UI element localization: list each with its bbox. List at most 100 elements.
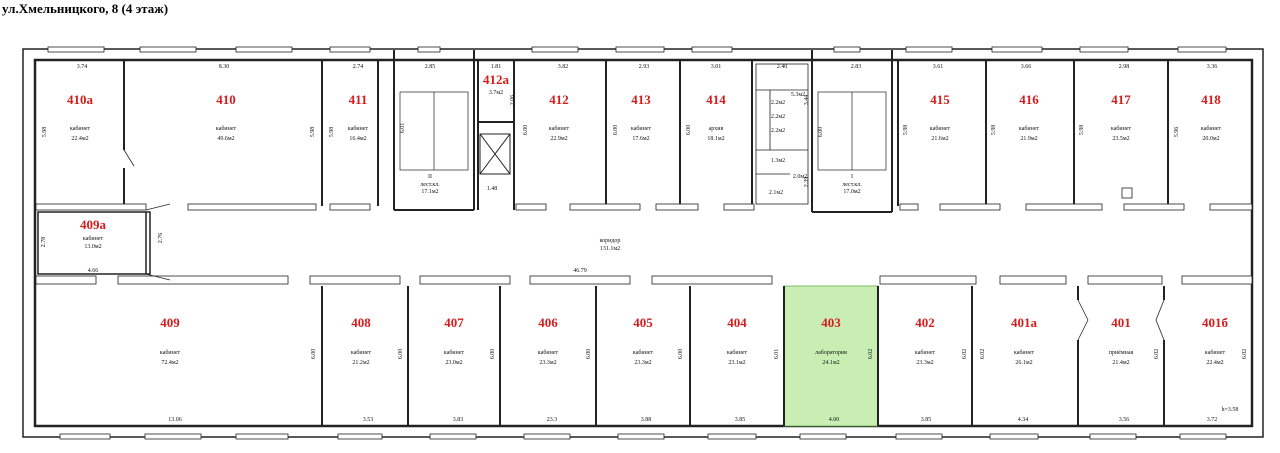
- room-width: 3.53: [363, 417, 374, 423]
- room-label: архив: [709, 126, 724, 132]
- room-number: 409: [160, 315, 180, 330]
- room-height: 6.02: [1242, 349, 1248, 360]
- top-windows: [47, 46, 1227, 53]
- room-label: кабинет: [1019, 125, 1040, 132]
- wc-cabin-area: 2.2м2: [771, 100, 785, 106]
- inner-wall: [33, 58, 1254, 428]
- corridor-width: 2.76: [158, 233, 164, 244]
- room-width: 3.83: [453, 417, 464, 423]
- room-area: 21.4м2: [1112, 360, 1129, 366]
- room-number: 403: [821, 315, 841, 330]
- room-label: кабинет: [538, 349, 559, 356]
- ceiling-height: h=3.58: [1222, 407, 1239, 413]
- wc-cabin-area: 2.2м2: [771, 128, 785, 134]
- room-width: 3.88: [641, 417, 652, 423]
- room-area: 22.4м2: [1206, 360, 1223, 366]
- stair-ii-flights: [399, 91, 469, 171]
- room-number: 413: [631, 92, 651, 107]
- room-label: кабинет: [727, 349, 748, 356]
- wc-width: 2.40: [777, 64, 788, 70]
- room-number: 411: [349, 92, 368, 107]
- room-label: кабинет: [160, 349, 181, 356]
- room-label: кабинет: [351, 349, 372, 356]
- room-width: 3.74: [77, 64, 88, 70]
- room-area: 26.1м2: [1015, 360, 1032, 366]
- room-height: 2.78: [41, 237, 47, 248]
- room-width: 3.66: [1021, 64, 1032, 70]
- room-label: кабинет: [348, 125, 369, 132]
- bottom-partitions: [321, 286, 1165, 426]
- room-label: кабинет: [83, 235, 104, 242]
- top-corridor-wall: [35, 203, 1253, 211]
- room-height: 5.98: [329, 127, 335, 138]
- room-403-highlight: [783, 285, 879, 427]
- room-number: 406: [538, 315, 558, 330]
- room-area: 24.1м2: [822, 360, 839, 366]
- room-height: 2.06: [510, 95, 516, 106]
- room-height: 6.02: [980, 349, 986, 360]
- room-area: 21.6м2: [931, 136, 948, 142]
- room-area: 21.2м2: [352, 360, 369, 366]
- room-height: 6.00: [678, 349, 684, 360]
- stair-width: 2.85: [425, 64, 436, 70]
- room-number: 404: [727, 315, 747, 330]
- room-width: 3.85: [735, 417, 746, 423]
- room-width: 2.74: [353, 64, 364, 70]
- room-number: 408: [351, 315, 371, 330]
- room-area: 49.6м2: [217, 136, 234, 142]
- stair-area: 17.0м2: [843, 189, 860, 195]
- plan-labels: 410aкабинет22.4м23.745.98410кабинет49.6м…: [41, 64, 1248, 423]
- wc-height: 3.44: [804, 95, 810, 106]
- room-area: 18.1м2: [707, 136, 724, 142]
- wc-area: 1.3м2: [771, 158, 785, 164]
- bottom-windows: [59, 433, 1227, 440]
- room-height: 6.00: [311, 349, 317, 360]
- room-area: 3.7м2: [489, 90, 503, 96]
- lift-shaft: [479, 133, 511, 175]
- room-area: 21.9м2: [1020, 136, 1037, 142]
- room-number: 415: [930, 92, 950, 107]
- room-area: 23.3м2: [634, 360, 651, 366]
- room-width: 8.30: [219, 64, 230, 70]
- room-area: 17.6м2: [632, 136, 649, 142]
- room-label: кабинет: [549, 125, 570, 132]
- room-height: 5.98: [991, 125, 997, 136]
- room-height: 5.98: [310, 127, 316, 138]
- room-height: 6.00: [613, 125, 619, 136]
- room-area: 16.4м2: [349, 136, 366, 142]
- room-number: 401a: [1011, 315, 1038, 330]
- room-height: 6.02: [868, 349, 874, 360]
- room-number: 416: [1019, 92, 1039, 107]
- room-number: 410a: [67, 92, 94, 107]
- room-area: 23.5м2: [1112, 136, 1129, 142]
- room-width: 3.01: [711, 64, 722, 70]
- room-number: 417: [1111, 92, 1131, 107]
- room-width: 2.93: [639, 64, 650, 70]
- wc-area: 2.1м2: [769, 190, 783, 196]
- room-width: 3.56: [1119, 417, 1130, 423]
- room-width: 3.36: [1207, 64, 1218, 70]
- room-width: 2.98: [1119, 64, 1130, 70]
- room-label: кабинет: [1205, 349, 1226, 356]
- room-label: кабинет: [1201, 125, 1222, 132]
- room-width: 3.72: [1207, 417, 1218, 423]
- room-area: 23.0м2: [445, 360, 462, 366]
- room-width: 1.81: [491, 64, 502, 70]
- room-label: приёмная: [1109, 350, 1134, 356]
- room-height: 6.02: [1154, 349, 1160, 360]
- lift-width: 1.48: [487, 186, 498, 192]
- corridor-length: 46.79: [573, 268, 587, 274]
- top-partitions: [123, 50, 1169, 213]
- stair-label: лест.кл.: [420, 182, 440, 188]
- room-label: лаборатория: [815, 349, 847, 356]
- room-area: 22.4м2: [71, 136, 88, 142]
- room-label: кабинет: [1111, 125, 1132, 132]
- room-width: 23.3: [547, 417, 558, 423]
- room-height: 6.00: [398, 349, 404, 360]
- room-number: 418: [1201, 92, 1221, 107]
- wc-block: [755, 63, 809, 205]
- room-number: 405: [633, 315, 653, 330]
- room-area: 20.0м2: [1202, 136, 1219, 142]
- room-height: 6.00: [523, 125, 529, 136]
